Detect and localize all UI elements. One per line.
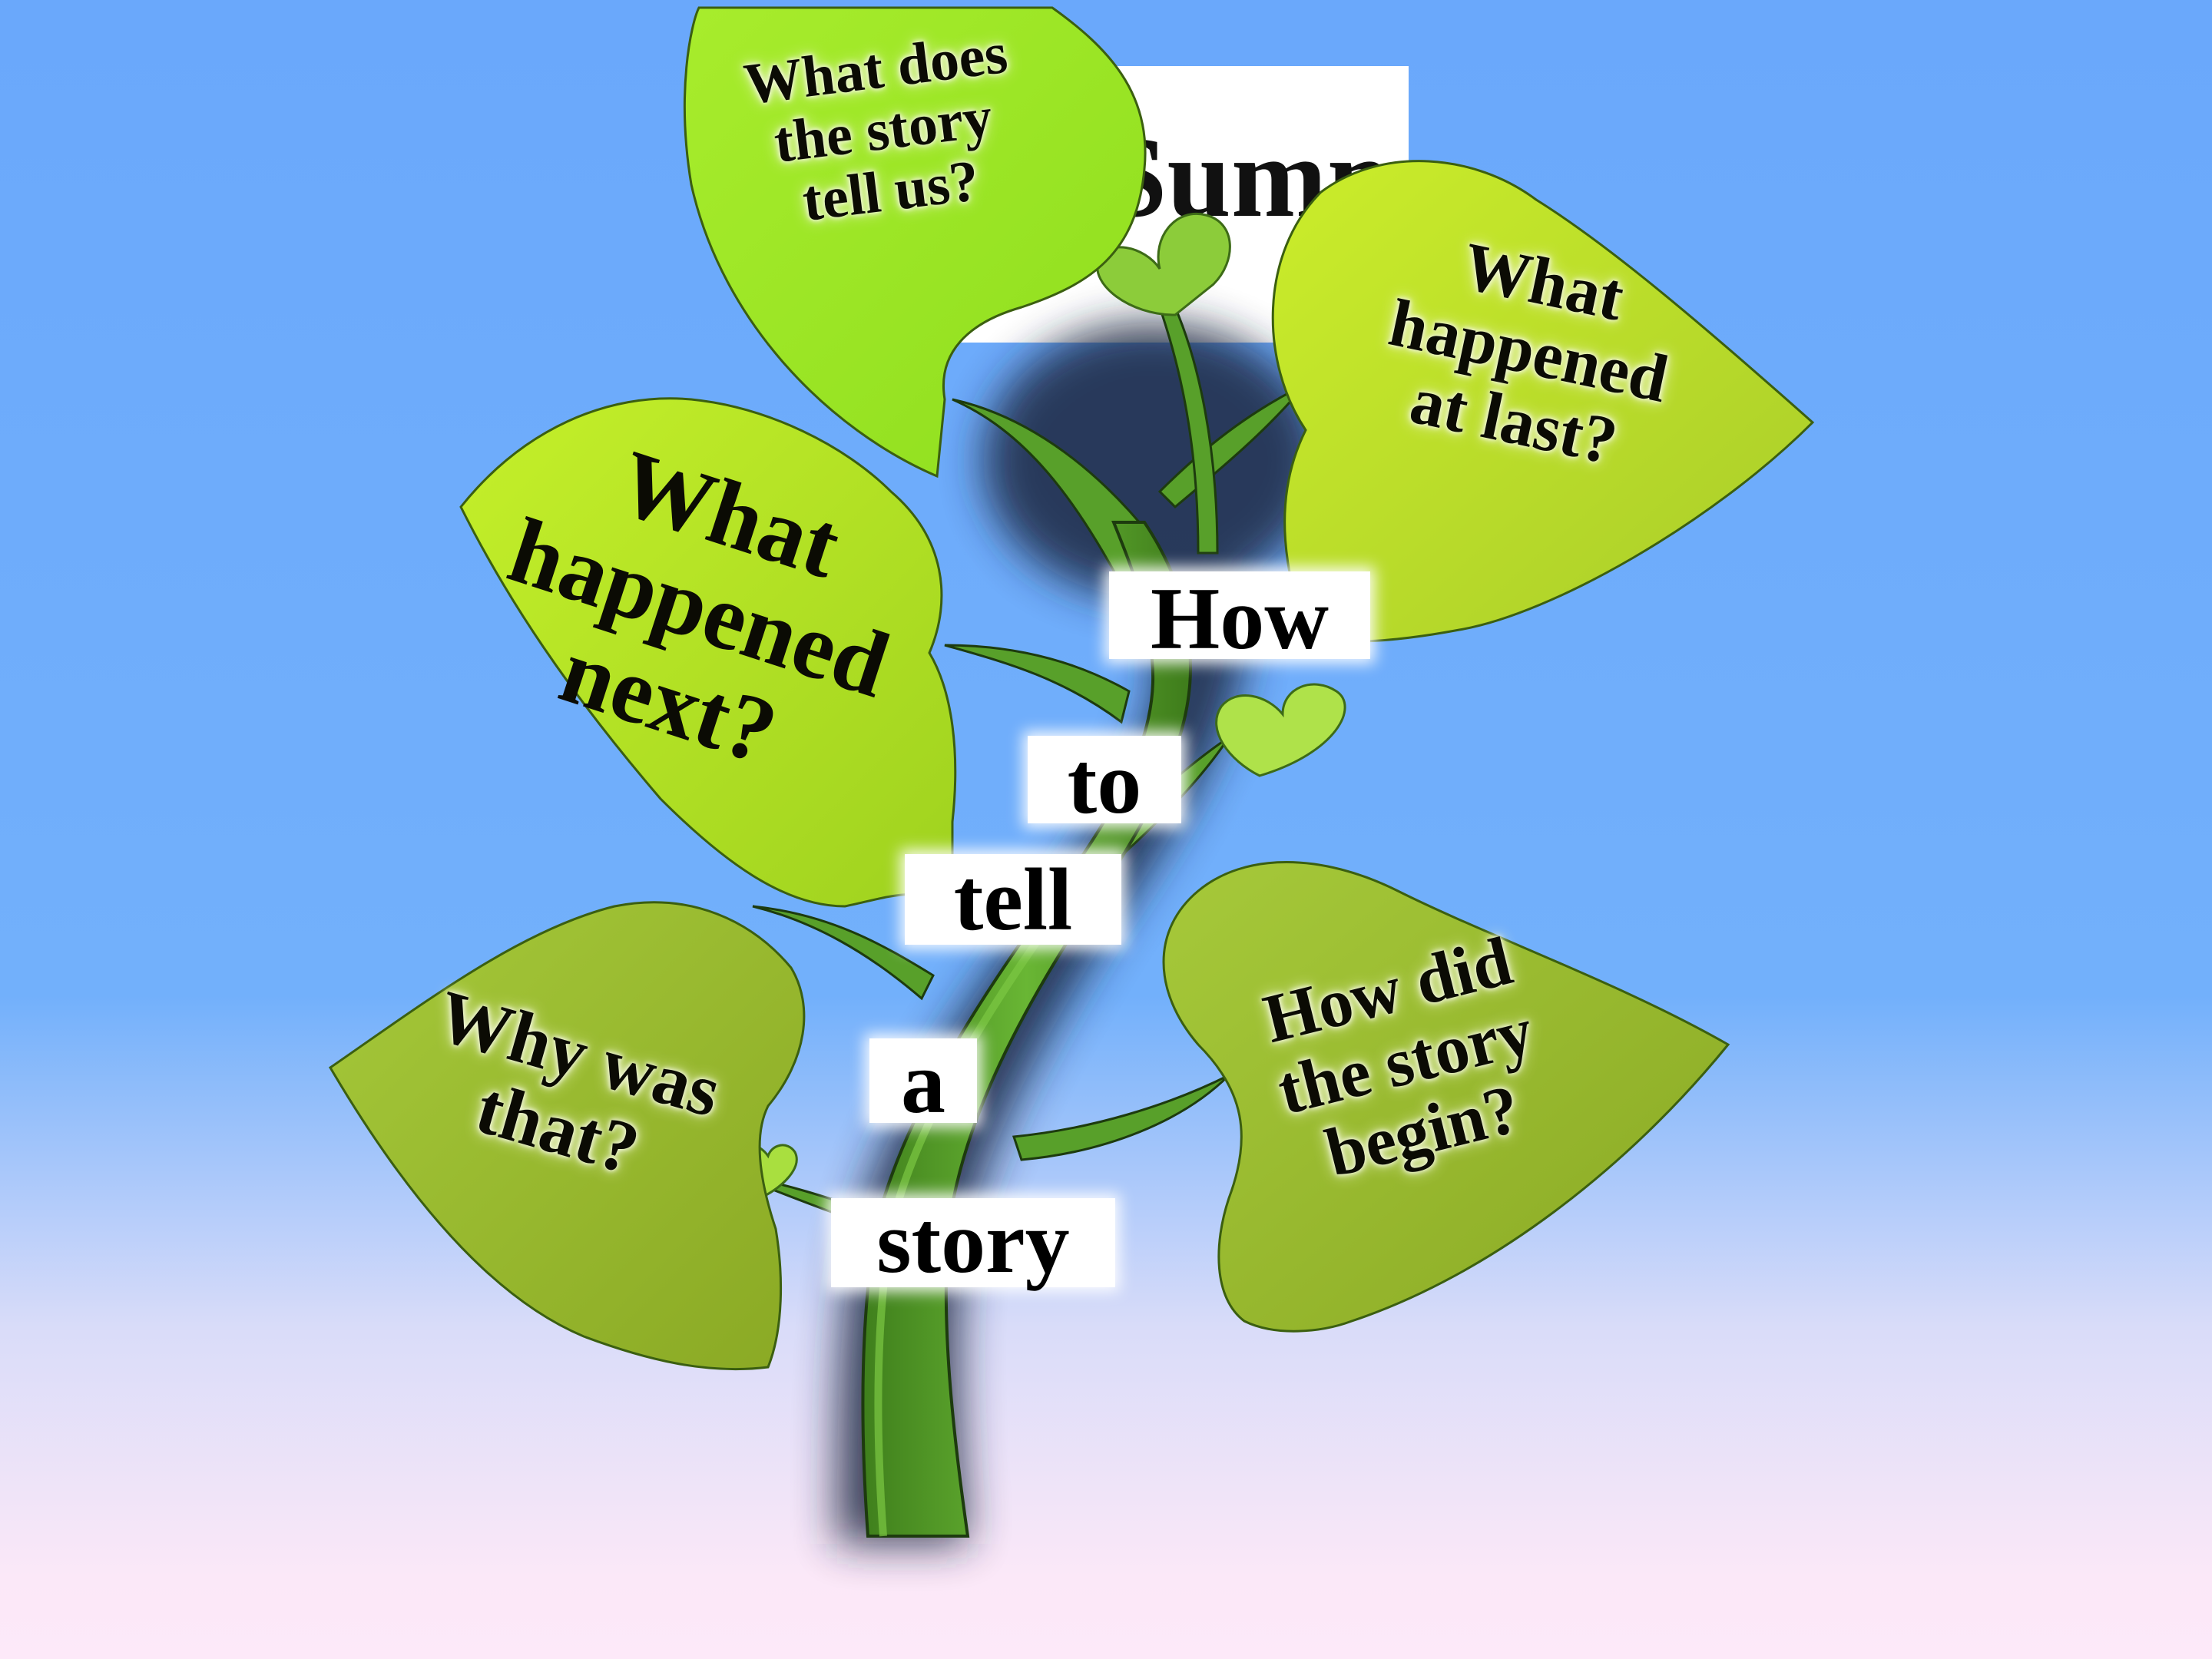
small-heart-mid (1215, 683, 1346, 777)
stem-word-story: story (831, 1198, 1115, 1287)
branch-bottom-right (1012, 1074, 1230, 1161)
stem-word-to: to (1028, 736, 1181, 828)
small-heart-top (1096, 213, 1231, 316)
leaf-bottom-left (329, 901, 806, 1371)
stem-word-how: How (1109, 571, 1370, 664)
leaf-top-left (683, 6, 1147, 478)
leaf-bottom-right (1162, 861, 1730, 1333)
stem-word-tell: tell (905, 854, 1121, 945)
branch-mid-left (944, 644, 1131, 724)
leaf-top-right (1271, 160, 1815, 643)
leaf-middle-left (459, 397, 957, 909)
stem-word-a: a (869, 1038, 977, 1128)
branch-lower-left (752, 905, 935, 1001)
